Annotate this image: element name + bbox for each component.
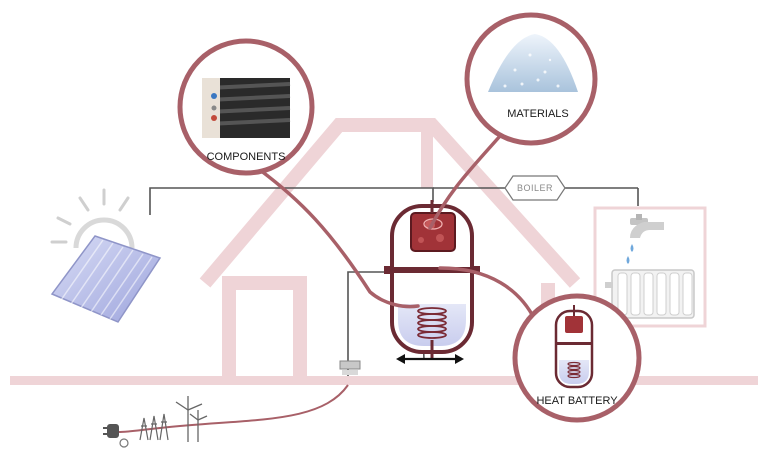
boiler-box: BOILER: [504, 175, 566, 201]
tank-divider: [392, 267, 472, 273]
components-label: COMPONENTS: [207, 151, 286, 163]
water-tap-icon: [626, 214, 664, 264]
solar-panel: [50, 235, 162, 323]
house-chimney-line: [421, 128, 433, 188]
callout-connectors: [258, 134, 537, 322]
heat-exchanger-coil: [417, 200, 447, 360]
heat-battery-callout: HEAT BATTERY: [512, 293, 642, 423]
power-cable: [117, 384, 349, 433]
solar-collector: [50, 188, 162, 323]
boiler-label: BOILER: [517, 183, 553, 193]
plug-icon: [103, 424, 119, 438]
wind-turbine-icon: [175, 396, 208, 442]
ground-line: [10, 376, 758, 385]
components-callout: COMPONENTS: [177, 38, 315, 176]
double-arrow-icon: [396, 354, 464, 364]
heat-battery-label: HEAT BATTERY: [536, 395, 618, 407]
power-symbol-icon: [119, 438, 129, 448]
grid-connection: [103, 360, 361, 448]
power-pylons-icon: [139, 413, 169, 441]
mini-heat-battery-icon: [554, 305, 594, 389]
radiator-icon: [605, 269, 695, 319]
meter-box: [339, 360, 361, 370]
components-photo: [202, 78, 291, 138]
materials-label: MATERIALS: [507, 108, 569, 120]
material-reservoir: [410, 212, 456, 252]
salt-crystals-photo: [488, 34, 578, 92]
materials-callout: MATERIALS: [464, 12, 598, 146]
heat-battery-tank: [384, 200, 480, 364]
